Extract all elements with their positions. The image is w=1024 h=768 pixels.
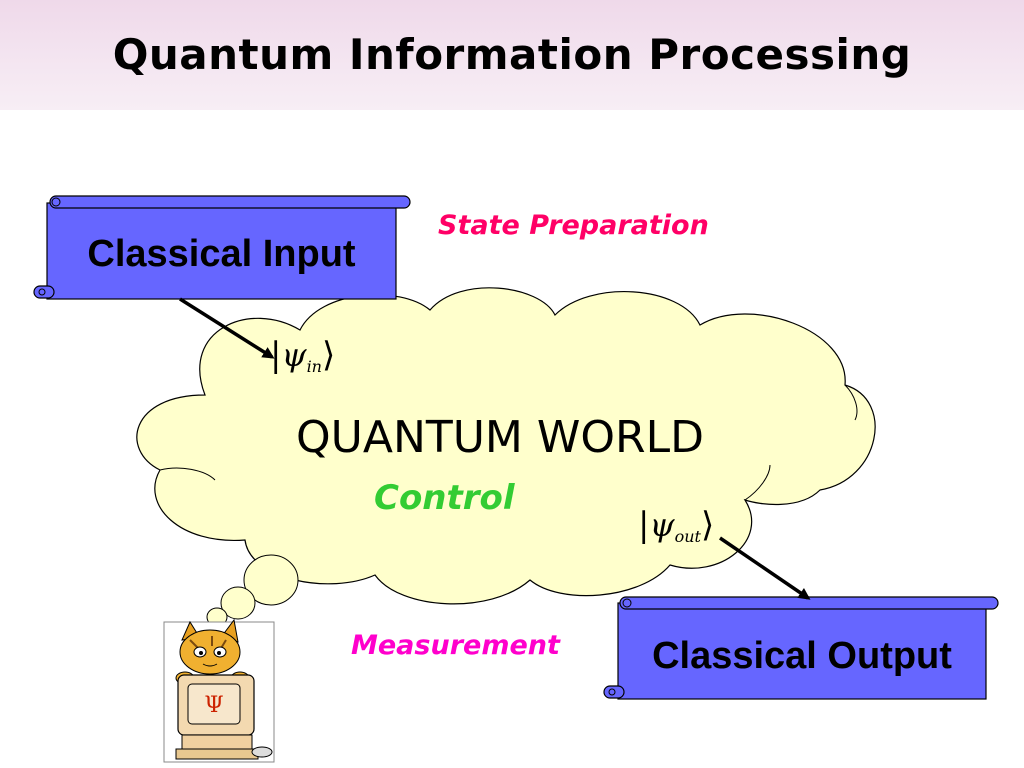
measurement-label: Measurement <box>351 630 560 661</box>
classical-input-box <box>33 195 411 300</box>
psi-in-subscript: in <box>306 357 322 376</box>
classical-output-label: Classical Output <box>652 635 952 677</box>
psi-out-symbol: ψ <box>649 506 675 544</box>
computer-cat-illustration: Ψ <box>163 618 275 763</box>
quantum-cloud <box>136 287 876 605</box>
control-label: Control <box>374 478 515 518</box>
psi-in-symbol: ψ <box>281 336 307 374</box>
classical-input-label: Classical Input <box>87 233 356 275</box>
input-arrow <box>179 297 275 359</box>
slide-title: Quantum Information Processing <box>112 30 912 79</box>
psi-out-subscript: out <box>674 527 701 546</box>
classical-output-box <box>603 596 999 700</box>
state-preparation-label: State Preparation <box>438 210 709 241</box>
thought-bubbles <box>206 554 299 627</box>
psi-out-ket: |ψout⟩ <box>638 505 715 546</box>
psi-in-ket: |ψin⟩ <box>270 335 336 376</box>
output-arrow <box>719 536 811 600</box>
title-bar <box>0 0 1024 110</box>
quantum-world-label: QUANTUM WORLD <box>296 412 704 463</box>
computer-screen-symbol: Ψ <box>204 693 223 718</box>
